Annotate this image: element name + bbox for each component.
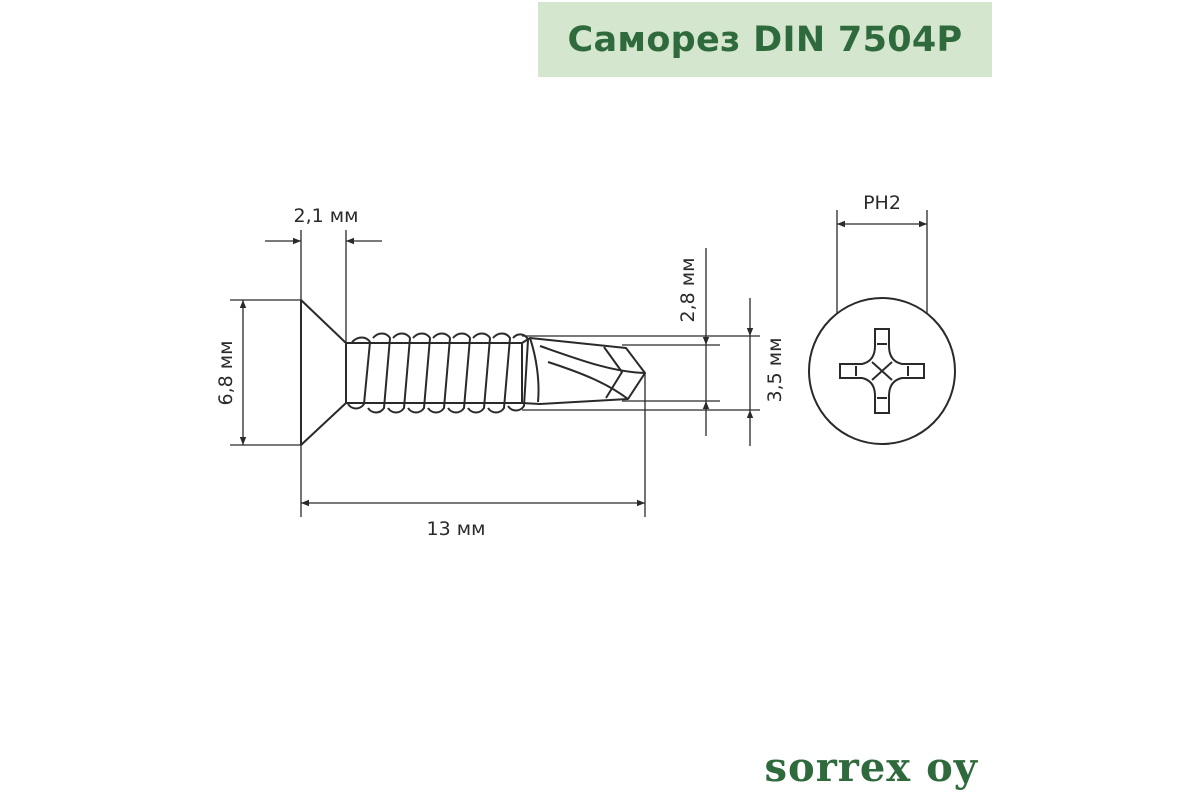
screw-head xyxy=(300,299,347,446)
phillips-recess-icon xyxy=(839,328,925,414)
thread-diameter-label: 3,5 мм xyxy=(764,338,786,403)
screw-head-top-view xyxy=(808,297,956,445)
title-banner: Саморез DIN 7504P xyxy=(538,2,992,77)
screw-threads xyxy=(347,332,529,414)
page-title: Саморез DIN 7504P xyxy=(567,19,963,60)
head-diameter-label: 6,8 мм xyxy=(215,341,237,406)
brand-logo-text: sorrex oy xyxy=(764,744,978,791)
drive-size-label: PH2 xyxy=(863,192,901,214)
length-label: 13 мм xyxy=(427,518,486,540)
screw-shank xyxy=(346,342,523,404)
screw-side-view xyxy=(300,299,646,446)
head-height-label: 2,1 мм xyxy=(294,205,359,227)
drill-diameter-label: 2,8 мм xyxy=(677,258,699,323)
